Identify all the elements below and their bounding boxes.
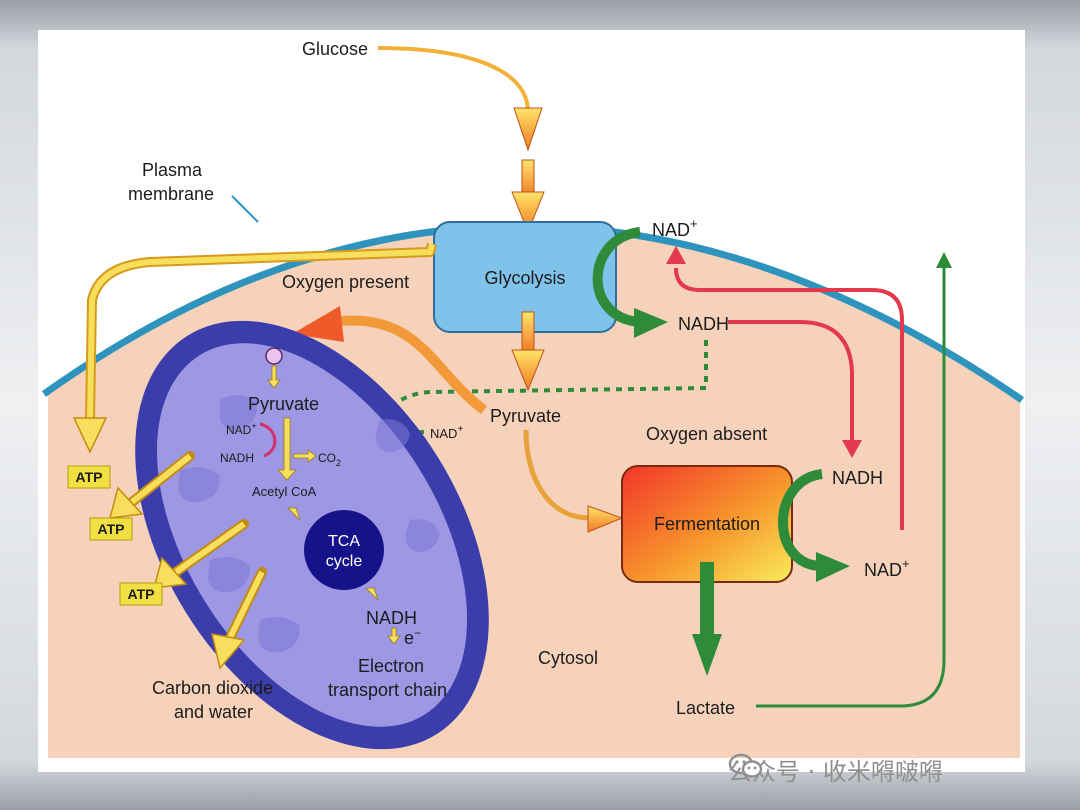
fermentation-label: Fermentation: [654, 514, 760, 534]
atp-box-3: [119, 582, 163, 606]
lactate-label: Lactate: [676, 698, 735, 718]
nad-plus-ferm-label: NAD+: [864, 556, 910, 580]
mito-pyruvate-label: Pyruvate: [248, 394, 319, 414]
nadh-to-fermentation-arrow: [728, 320, 854, 440]
tca-cycle: [304, 510, 384, 590]
glucose-label: Glucose: [302, 39, 368, 59]
wechat-icon: [728, 753, 763, 778]
oxygen-present-arrow: [329, 315, 487, 415]
tca-label-1: TCA: [328, 533, 360, 550]
watermark: 公众号 · 收米嘚啵嘚: [728, 752, 943, 786]
etc-label-1: Electron: [358, 656, 424, 676]
co2-water-label-2: and water: [174, 702, 253, 722]
atp-box-1: [67, 465, 111, 489]
mito-co2-label: CO2: [318, 451, 341, 468]
glucose-arrow: [377, 46, 530, 113]
mito-nadh-label: NADH: [366, 608, 417, 628]
oxygen-absent-label: Oxygen absent: [646, 424, 767, 444]
nad-plus-top-label: NAD+: [652, 216, 698, 240]
nad-reduction-arrow: [259, 422, 277, 458]
atp-label-1: ATP: [76, 469, 103, 485]
atp-label-2: ATP: [98, 521, 125, 537]
watermark-text: 公众号 · 收米嘚啵嘚: [728, 757, 943, 786]
lactate-export-arrow: [756, 268, 946, 708]
etc-label-2: transport chain: [328, 680, 447, 700]
pyruvate-cytosol-label: Pyruvate: [490, 406, 561, 426]
tca-label-2: cycle: [326, 553, 363, 570]
electron-label: e−: [404, 626, 421, 648]
nad-plus-dashed-label: NAD+: [430, 424, 463, 441]
mito-nad-plus-label: NAD+: [226, 421, 257, 437]
nadh-top-label: NADH: [678, 314, 729, 334]
nad-regeneration-arrow: [674, 267, 904, 530]
oxygen-present-label: Oxygen present: [282, 272, 409, 292]
dashed-nadh-shuttle-arrow: [366, 340, 708, 437]
fermentation-nad-cycle-arrow: [778, 469, 824, 571]
atp-label-3: ATP: [128, 586, 155, 602]
glycolysis-label: Glycolysis: [484, 268, 565, 288]
pyruvate-to-fermentation-arrow: [523, 429, 591, 521]
glycolysis-nad-cycle-arrow: [592, 227, 641, 327]
atp-box-2: [89, 517, 133, 541]
co2-water-label: Carbon dioxide: [152, 678, 273, 698]
plasma-membrane-label-2: membrane: [128, 184, 214, 204]
membrane-pointer-line: [231, 195, 259, 223]
pyruvate-transporter: [265, 347, 283, 365]
plasma-membrane-label: Plasma: [142, 160, 203, 180]
mito-nadh-small-label: NADH: [220, 451, 254, 465]
mitochondrion-output-arrows: [108, 451, 267, 670]
nadh-ferm-label: NADH: [832, 468, 883, 488]
acetyl-coa-label: Acetyl CoA: [252, 484, 317, 499]
cytosol-label: Cytosol: [538, 648, 598, 668]
